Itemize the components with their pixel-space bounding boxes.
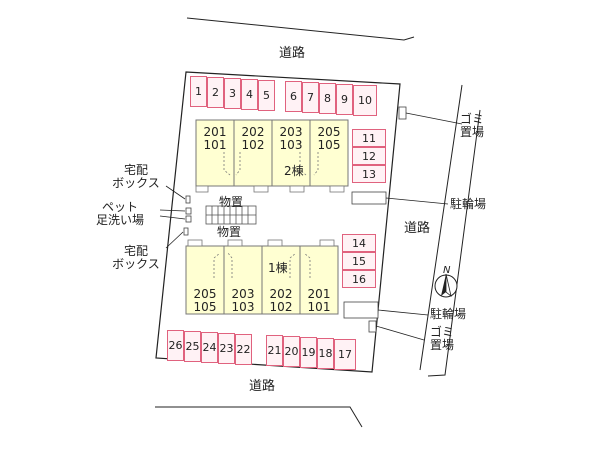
parking-space: 16 (342, 270, 376, 288)
parking-space: 14 (342, 234, 376, 252)
storage-label-bottom: 物置 (217, 225, 242, 239)
lot-boundary (155, 71, 401, 373)
bike-parking-bottom-label: 駐輪場 (430, 307, 467, 321)
delivery-box-bottom (183, 227, 189, 236)
parking-space: 4 (241, 79, 258, 110)
parking-space: 18 (317, 338, 334, 369)
garbage-box-bottom (368, 320, 377, 333)
east-road-edge-outer (427, 109, 481, 377)
parking-space: 9 (336, 84, 353, 115)
bike-parking-top-label: 駐輪場 (450, 197, 487, 211)
south-road-edge (155, 406, 363, 428)
delivery-box-top-label: 宅配ボックス (112, 163, 160, 190)
parking-space: 23 (218, 333, 235, 364)
parking-space: 10 (353, 85, 377, 116)
north-compass (434, 273, 458, 298)
garbage-bottom-label: ゴミ置場 (430, 325, 455, 352)
north-label: N (443, 265, 451, 276)
building-2-label: 2棟 (284, 164, 304, 178)
parking-space: 13 (352, 165, 386, 183)
garbage-top-label: ゴミ置場 (460, 112, 485, 139)
east-road-edge (419, 84, 463, 371)
parking-space: 15 (342, 252, 376, 270)
parking-space: 1 (190, 76, 207, 107)
delivery-box-bottom-label: 宅配ボックス (112, 244, 160, 271)
parking-space: 19 (300, 337, 317, 368)
storage-blocks (205, 205, 257, 225)
pet-wash-label: ペット足洗い場 (95, 200, 144, 227)
delivery-box-top (185, 195, 191, 204)
parking-space: 11 (352, 129, 386, 147)
parking-space: 8 (319, 83, 336, 114)
parking-space: 17 (334, 339, 356, 370)
east-road-label: 道路 (404, 221, 431, 236)
south-road-label: 道路 (249, 379, 276, 394)
building-1-label: 1棟 (268, 261, 288, 275)
garbage-box-top (398, 106, 407, 120)
parking-space: 6 (285, 81, 302, 112)
north-road-edge (186, 17, 415, 41)
bike-parking-bottom (343, 301, 379, 319)
bike-parking-top (351, 191, 387, 205)
parking-space: 24 (201, 332, 218, 363)
north-road-label: 道路 (279, 46, 306, 61)
parking-space: 20 (283, 336, 300, 367)
parking-space: 21 (266, 335, 283, 366)
parking-space: 3 (224, 78, 241, 109)
parking-space: 22 (235, 334, 252, 365)
pet-wash-box (185, 207, 192, 215)
parking-space: 2 (207, 77, 224, 108)
parking-space: 25 (184, 331, 201, 362)
parking-space: 12 (352, 147, 386, 165)
parking-space: 5 (258, 80, 275, 111)
parking-space: 26 (167, 330, 184, 361)
storage-label-top: 物置 (219, 195, 244, 209)
parking-space: 7 (302, 82, 319, 113)
